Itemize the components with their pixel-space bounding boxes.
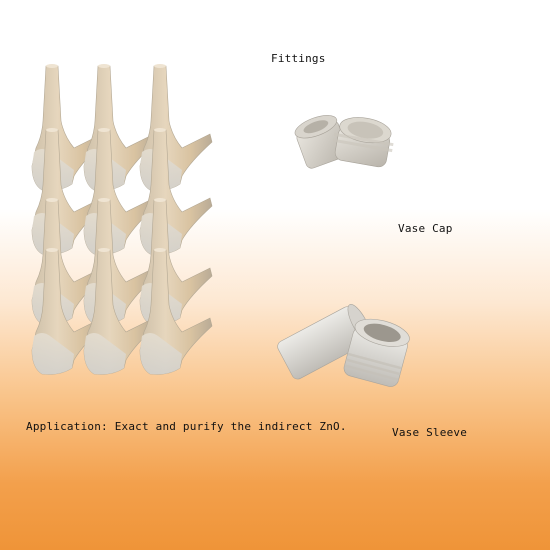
vase-sleeve-image — [277, 304, 410, 387]
fittings-label: Fittings — [271, 52, 326, 65]
vase-cap-label: Vase Cap — [398, 222, 453, 235]
application-caption: Application: Exact and purify the indire… — [26, 420, 347, 433]
vase-cap-image — [294, 115, 394, 169]
vase-sleeve-label: Vase Sleeve — [392, 426, 468, 439]
fittings-group-image — [31, 63, 213, 375]
